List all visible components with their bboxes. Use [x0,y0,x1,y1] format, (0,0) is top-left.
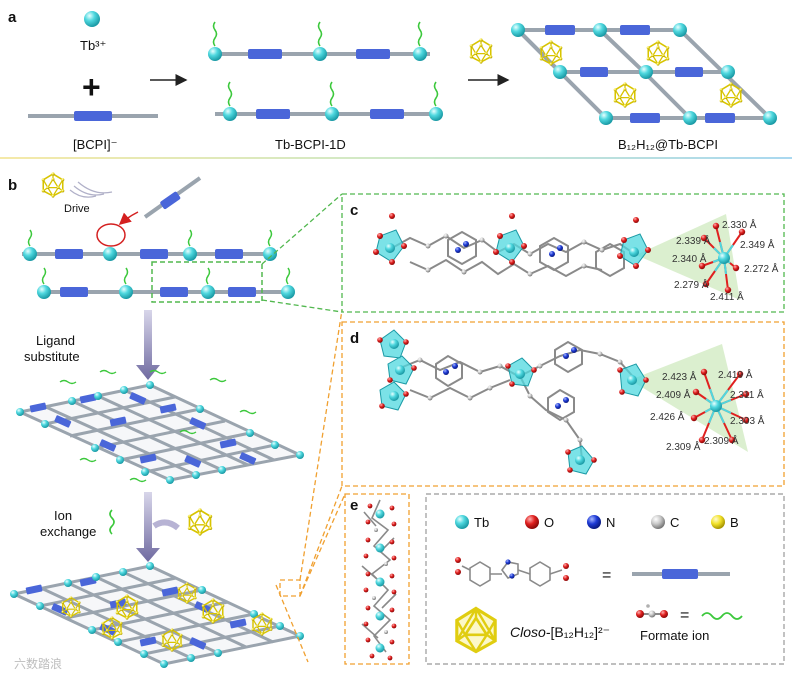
bond-label-d-8: 2.309 Å [704,434,739,447]
tb-ion-label: Tb³⁺ [80,38,106,53]
legend-c-sphere [651,515,665,529]
framework-structure-d [377,329,649,475]
coordination-highlight-d [630,344,748,452]
legend-tb-sphere [455,515,469,529]
zoom-lines-orange [275,309,346,663]
bond-label-c-1: 2.330 Å [722,218,757,231]
bond-label-d-4: 2.311 Å [730,388,764,401]
plus-sign: + [82,69,101,105]
legend-formate-wave-icon [701,612,743,620]
legend-linker-icon [632,569,730,579]
tb-bcpi-1d-chains [208,21,443,121]
selection-box-green [151,261,263,303]
panel-c-frame [341,193,785,313]
panel-b: b Drive [8,172,304,668]
legend-formate-molecule [636,604,668,618]
panel-label-c: c [350,202,358,219]
legend-frame [425,493,785,665]
tb-coordination-c [698,222,746,294]
coordination-highlight-c [636,214,740,300]
panel-label-e: e [350,497,358,514]
substitution-circle [96,223,126,247]
legend-equals-1: = [602,567,611,584]
drive-wave [69,181,113,198]
legend-tb-label: Tb [474,515,489,530]
bond-label-d-1: 2.423 Å [662,370,697,383]
watermark: 六数踏浪 [14,656,62,671]
legend-o-label: O [544,515,554,530]
bond-label-c-7: 2.411 Å [710,290,744,303]
legend-closo-label: Closo-[B₁₂H₁₂]²⁻ [510,624,610,640]
b12h12-tb-bcpi-framework [511,23,777,125]
panel-a: a Tb³⁺ + [BCPI]⁻ Tb-BCPI-1D [8,9,777,152]
layered-framework-top [16,369,304,484]
ion-exchange-line2: exchange [40,524,96,539]
bond-label-c-3: 2.349 Å [740,238,775,251]
panel-e-frame [344,493,410,665]
chain-structure-c [373,213,651,278]
tb-coordination-d [690,368,750,444]
legend-o-sphere [525,515,539,529]
legend-closo-cage-icon [455,606,497,654]
zoom-line-green-2 [261,299,343,313]
panel-c: c [341,193,785,313]
tb-bcpi-1d-label: Tb-BCPI-1D [275,137,346,152]
bond-label-d-3: 2.409 Å [656,388,691,401]
cage-icon-exchange [186,508,214,536]
legend-formate-label: Formate ion [640,628,709,643]
panel-d: d [341,321,785,487]
incoming-ligand [143,176,202,219]
legend: Tb O N C B = Closo-[B₁₂H₁₂]²⁻ [425,493,785,665]
section-divider [0,157,792,159]
exchange-curve [152,519,180,531]
bond-label-d-7: 2.309 Å [666,440,701,453]
legend-n-sphere [587,515,601,529]
cage-icon [468,38,494,64]
panel-label-a: a [8,9,17,26]
bond-label-c-4: 2.340 Å [672,252,707,265]
product-label: B₁₂H₁₂@Tb-BCPI [618,137,718,152]
drive-label: Drive [64,203,90,215]
panel-e: e [344,493,410,665]
bond-label-d-5: 2.426 Å [650,410,685,423]
ligand-substitute-line1: Ligand [36,333,75,348]
panel-d-frame [341,321,785,487]
tb-ion-sphere [84,11,100,27]
bond-label-c-5: 2.272 Å [744,262,779,275]
down-arrow-2 [136,492,160,562]
legend-equals-2: = [680,607,689,624]
panel-label-b: b [8,177,17,194]
ion-exchange-line1: Ion [54,508,72,523]
formate-released-icon [109,509,115,535]
legend-bcpi-structure [455,557,569,587]
cage-icon-drive [40,172,66,198]
zoom-line-green-1 [261,193,343,265]
chain-structure-e [361,499,397,661]
b-1d-chains [22,229,295,299]
down-arrow-1 [136,310,160,380]
legend-b-label: B [730,515,739,530]
layered-framework-bottom [10,562,304,668]
bond-label-d-6: 2.303 Å [730,414,765,427]
bond-label-c-2: 2.339 Å [676,234,711,247]
substitution-arrow [118,211,139,225]
legend-b-sphere [711,515,725,529]
bcpi-label: [BCPI]⁻ [73,137,117,152]
bond-label-c-6: 2.279 Å [674,278,709,291]
panel-label-d: d [350,330,359,347]
legend-n-label: N [606,515,615,530]
bond-label-d-2: 2.419 Å [718,368,753,381]
bcpi-ligand [28,111,158,121]
ligand-substitute-line2: substitute [24,349,80,364]
legend-c-label: C [670,515,679,530]
